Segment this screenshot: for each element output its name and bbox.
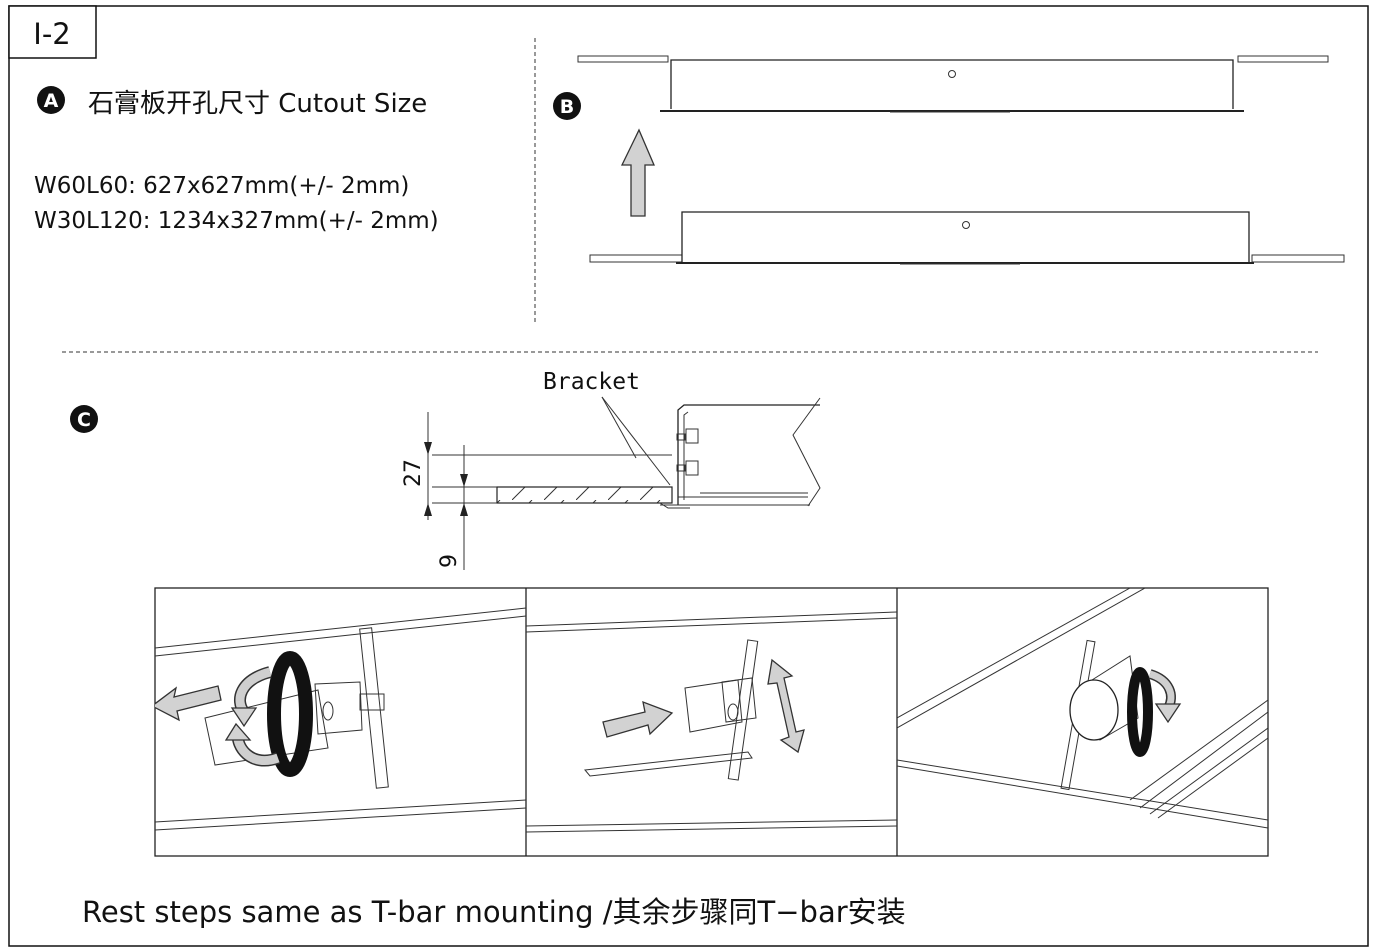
section-a: A 石膏板开孔尺寸 Cutout Size W60L60: 627x627mm(… (34, 86, 439, 234)
step-label: I-2 (33, 17, 70, 51)
cutout-title: 石膏板开孔尺寸 Cutout Size (88, 89, 427, 119)
step-panel-3 (897, 588, 1268, 829)
dim-27-value: 27 (401, 459, 426, 487)
badge-c (70, 405, 98, 433)
push-arrow-icon (602, 700, 674, 738)
bracket-leader-1 (601, 396, 637, 459)
step-panel-2 (526, 611, 897, 833)
rotate-ring-icon (267, 651, 313, 777)
bracket-leader-2 (601, 396, 671, 486)
badge-b-letter: B (560, 96, 574, 118)
section-b: B (553, 55, 1345, 265)
dim-9-value: 9 (437, 554, 462, 568)
panel-upper (577, 55, 1329, 113)
badge-a (37, 86, 65, 114)
footer-note: Rest steps same as T-bar mounting /其余步骤同… (82, 895, 906, 929)
outer-frame (8, 5, 1369, 947)
pull-arrow-icon (155, 685, 222, 722)
step-panels (154, 587, 1269, 857)
dimension-9: 9 (437, 445, 468, 570)
badge-b (553, 92, 581, 120)
dimension-27: 27 (401, 412, 432, 520)
panel-lower (589, 211, 1345, 265)
knob-icon (1069, 679, 1119, 741)
gypsum-board (496, 486, 673, 504)
updown-arrow-icon (767, 658, 805, 754)
section-c: C Bracket 27 9 (70, 369, 821, 570)
badge-a-letter: A (44, 90, 59, 112)
rotate-ring-icon-2 (1127, 667, 1153, 757)
bracket-label: Bracket (543, 369, 640, 395)
step-panel-1 (155, 607, 526, 831)
cutout-size-w30l120: W30L120: 1234x327mm(+/- 2mm) (34, 208, 439, 234)
step-tag: I-2 (8, 5, 97, 59)
cutout-size-w60l60: W60L60: 627x627mm(+/- 2mm) (34, 173, 409, 199)
lift-arrow-icon (620, 128, 655, 217)
badge-c-letter: C (77, 409, 91, 431)
